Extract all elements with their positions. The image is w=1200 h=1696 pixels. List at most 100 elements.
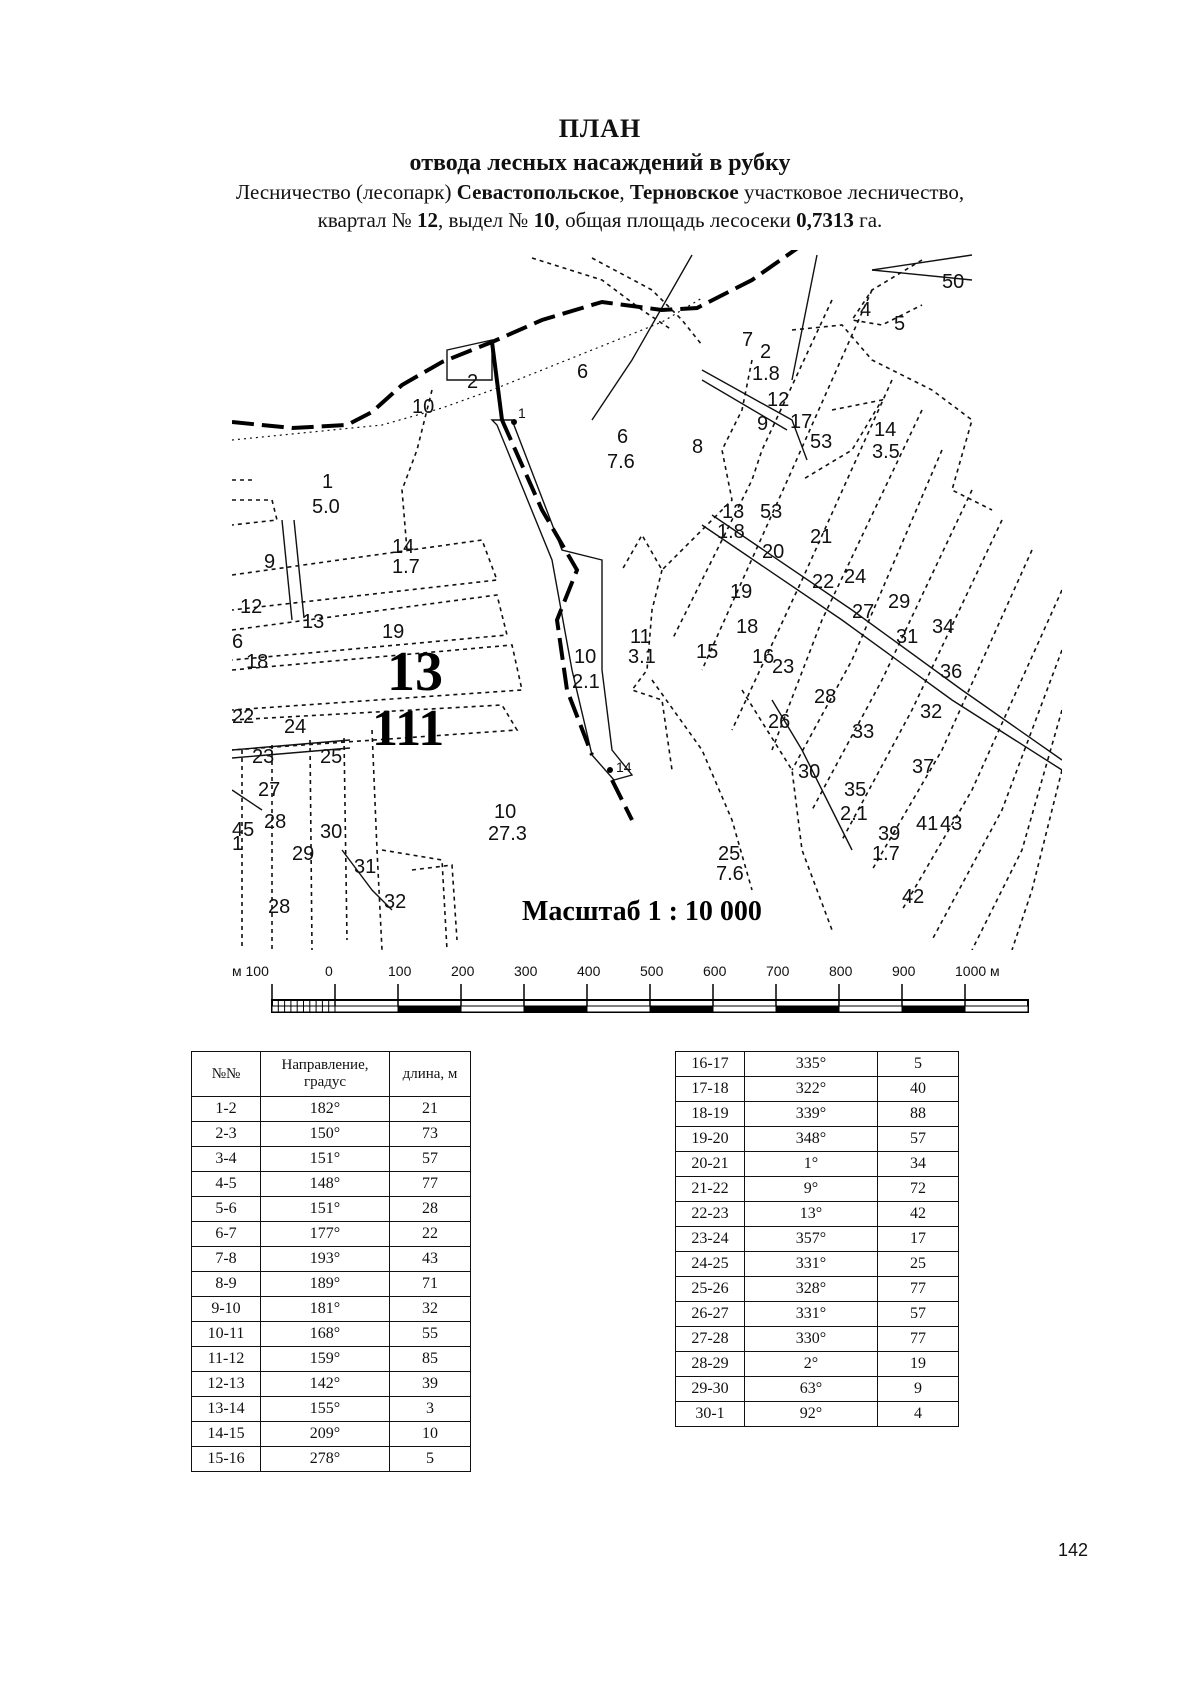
cell-direction: 148° — [260, 1171, 390, 1197]
scale-tick-label: 400 — [577, 963, 601, 979]
scale-tick-label: 800 — [829, 963, 853, 979]
cell-segment: 7-8 — [191, 1246, 261, 1272]
cell-direction: 209° — [260, 1421, 390, 1447]
road-line — [791, 254, 818, 381]
cell-length: 3 — [389, 1396, 471, 1422]
cell-direction: 322° — [744, 1076, 878, 1102]
parcel-label: 24 — [284, 716, 306, 738]
cell-direction: 335° — [744, 1051, 878, 1077]
parcel-label: 1.8 — [717, 521, 745, 543]
parcel-label: 10 — [574, 646, 596, 668]
cell-segment: 8-9 — [191, 1271, 261, 1297]
slope-line — [871, 254, 973, 271]
parcel-label: 6 — [617, 426, 628, 448]
point-label-1: 1 — [518, 405, 526, 421]
cell-segment: 11-12 — [191, 1346, 261, 1372]
cell-segment: 24-25 — [675, 1251, 745, 1277]
forestry-line: Лесничество (лесопарк) Севастопольское, … — [0, 180, 1200, 205]
parcel-label: 36 — [940, 661, 962, 683]
plot-kvartal-label: квартал № — [317, 208, 418, 232]
scale-tick-label: м 100 — [232, 963, 269, 979]
col-direction: Направление, градус — [260, 1051, 390, 1097]
stream — [232, 789, 263, 811]
survey-line — [232, 297, 703, 441]
cell-length: 17 — [877, 1226, 959, 1252]
parcel-label: 29 — [292, 843, 314, 865]
scale-tick-label: 900 — [892, 963, 916, 979]
cell-direction: 151° — [260, 1146, 390, 1172]
parcel-label: 37 — [912, 756, 934, 778]
dotted-boundary — [741, 689, 833, 931]
plot-area-unit: га. — [853, 208, 883, 232]
plot-kvartal: 12 — [417, 208, 439, 232]
parcel-label: 1.7 — [392, 556, 420, 578]
scale-segment — [334, 1005, 399, 1013]
strip — [901, 589, 1062, 911]
cell-length: 85 — [389, 1346, 471, 1372]
scale-tick-label: 1000 м — [955, 963, 1000, 979]
plan-subtitle: отвода лесных насаждений в рубку — [409, 150, 791, 176]
cell-length: 77 — [389, 1171, 471, 1197]
parcel-label: 32 — [920, 701, 942, 723]
strip — [801, 398, 884, 481]
col-length: длина, м — [389, 1051, 471, 1097]
scale-tick-label: 700 — [766, 963, 790, 979]
cell-segment: 14-15 — [191, 1421, 261, 1447]
cell-direction: 328° — [744, 1276, 878, 1302]
parcel-label: 32 — [384, 891, 406, 913]
point-marker-1 — [511, 419, 517, 425]
strip — [411, 864, 458, 941]
point-marker-14 — [607, 767, 613, 773]
scale-segment — [397, 1005, 462, 1013]
district-name: Терновское — [629, 180, 739, 204]
parcel-label: 53 — [760, 501, 782, 523]
cell-direction: 151° — [260, 1196, 390, 1222]
clearing — [701, 524, 1062, 771]
parcel-14-boundary — [791, 324, 993, 511]
slope-line — [871, 269, 973, 281]
cell-length: 72 — [877, 1176, 959, 1202]
parcel-label: 53 — [810, 431, 832, 453]
clearing — [281, 519, 293, 621]
parcel-label: 35 — [844, 779, 866, 801]
cutting-plot-edge — [490, 341, 504, 421]
cell-direction: 177° — [260, 1221, 390, 1247]
cell-segment: 1-2 — [191, 1096, 261, 1122]
quarter-boundary — [232, 250, 799, 431]
cell-length: 73 — [389, 1121, 471, 1147]
parcel-label: 24 — [844, 566, 866, 588]
parcel-label: 23 — [772, 656, 794, 678]
parcel-label: 14 — [874, 419, 896, 441]
quarter-boundary — [610, 779, 634, 821]
cell-direction: 63° — [744, 1376, 878, 1402]
strip — [871, 549, 1033, 871]
parcel-label: 1.7 — [872, 843, 900, 865]
strip — [771, 409, 923, 751]
parcel-10-boundary — [401, 389, 433, 551]
cell-segment: 12-13 — [191, 1371, 261, 1397]
cell-direction: 331° — [744, 1301, 878, 1327]
parcel-label: 31 — [354, 856, 376, 878]
plot-area-label: , общая площадь лесосеки — [554, 208, 797, 232]
strip — [309, 739, 313, 950]
parcel-label: 30 — [798, 761, 820, 783]
cell-segment: 15-16 — [191, 1446, 261, 1472]
parcel-label: 2 — [760, 341, 771, 363]
parcel-label: 22 — [232, 706, 254, 728]
cell-segment: 16-17 — [675, 1051, 745, 1077]
scale-tick-label: 500 — [640, 963, 664, 979]
scale-segment — [838, 1005, 903, 1013]
parcel-label: 7.6 — [607, 451, 635, 473]
scale-tick-label: 100 — [388, 963, 412, 979]
scale-segment — [901, 1005, 966, 1013]
